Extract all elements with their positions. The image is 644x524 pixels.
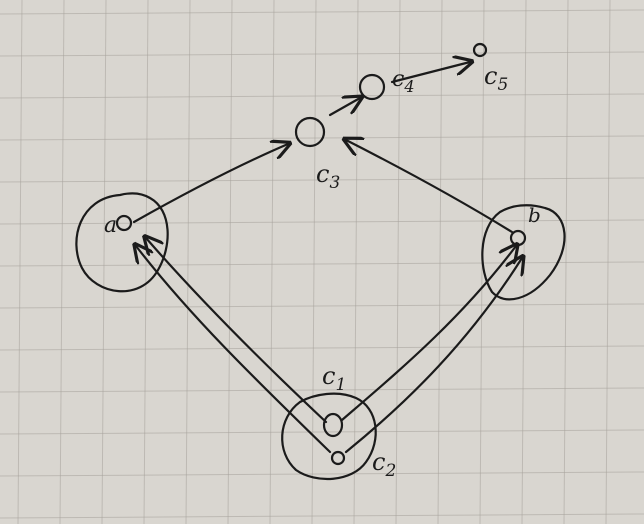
- label-c4: c4: [392, 67, 415, 96]
- group-a-outline: [75, 192, 169, 293]
- edge-c2-to-b: [344, 258, 522, 454]
- edge-a-to-c3: [132, 144, 288, 224]
- label-b: b: [528, 203, 541, 227]
- label-c2: c2: [372, 448, 396, 481]
- group-b-outline: [481, 204, 566, 301]
- label-c3: c3: [316, 160, 340, 193]
- label-c5: c5: [484, 62, 508, 95]
- group-c1-c2-outline: [281, 392, 377, 481]
- edge-c4-to-c5: [390, 62, 470, 84]
- node-a: [115, 214, 133, 232]
- label-a: a: [104, 213, 117, 238]
- node-c3: [294, 116, 326, 148]
- label-c1: c1: [322, 362, 346, 395]
- edge-c1-to-b: [340, 246, 516, 422]
- edge-b-to-c3: [346, 140, 514, 234]
- node-c5: [472, 42, 488, 58]
- node-b: [509, 229, 527, 247]
- node-c2: [330, 450, 346, 466]
- edge-c1-to-a: [146, 238, 328, 424]
- edge-c3-to-c4: [328, 98, 360, 117]
- node-c4: [358, 73, 386, 101]
- node-c1: [322, 412, 344, 438]
- edge-c2-to-a: [136, 246, 332, 454]
